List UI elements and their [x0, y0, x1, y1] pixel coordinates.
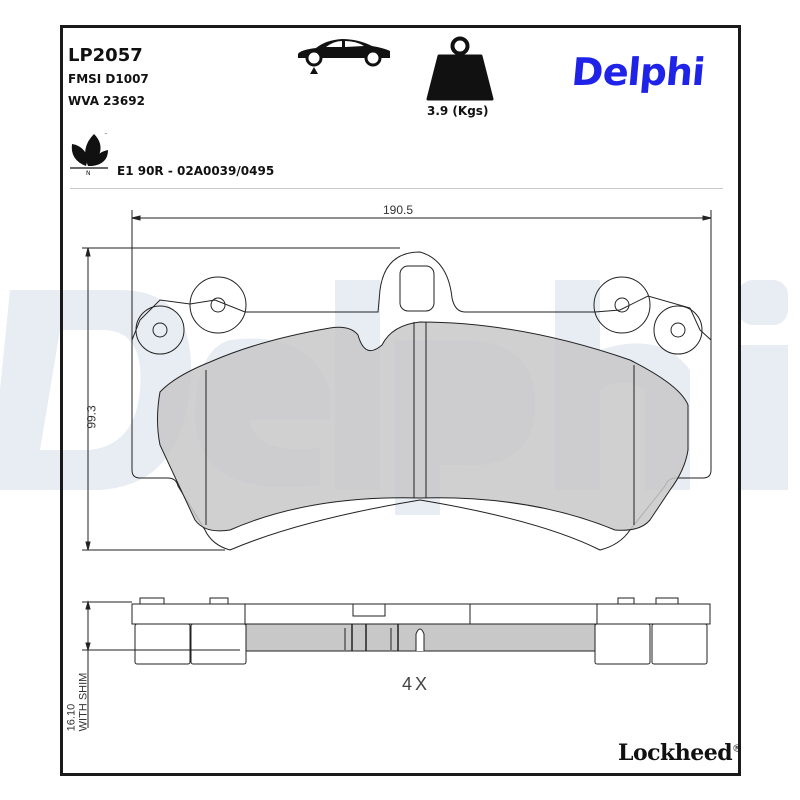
part-number: LP2057 [68, 45, 143, 66]
weight-value: 3.9 (Kgs) [427, 104, 489, 118]
fmsi-code: FMSI D1007 [68, 72, 149, 86]
car-front-axle-icon [298, 39, 390, 74]
datasheet-frame [60, 25, 741, 776]
leaf-n-icon: ™ N [70, 132, 108, 176]
quantity-label: 4X [402, 674, 431, 694]
height-dimension: 99.3 [84, 405, 99, 429]
manufacturer-name: Lockheed [618, 740, 733, 766]
lockheed-logo: Lockheed® [618, 740, 742, 766]
weight-icon [426, 36, 494, 101]
svg-text:™: ™ [104, 132, 108, 137]
svg-text:N: N [86, 170, 91, 176]
registered-mark: ® [732, 743, 742, 755]
width-dimension: 190.5 [383, 203, 414, 217]
wva-code: WVA 23692 [68, 94, 145, 108]
thickness-note: WITH SHIM [77, 672, 90, 732]
ece-approval: E1 90R - 02A0039/0495 [117, 164, 275, 178]
thickness-dimension: 16.10 WITH SHIM [65, 673, 89, 732]
thickness-value: 16.10 [65, 703, 78, 732]
header-divider [70, 188, 723, 189]
